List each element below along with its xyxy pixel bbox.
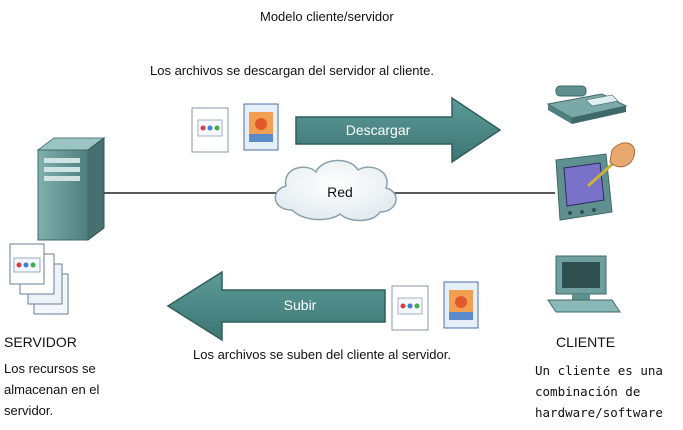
document-file-icon — [391, 285, 429, 331]
server-heading: SERVIDOR — [4, 334, 77, 350]
upload-label: Subir — [283, 297, 317, 313]
download-label: Descargar — [345, 122, 411, 138]
server-tower-icon — [36, 137, 106, 241]
pda-with-stylus-icon — [555, 142, 636, 221]
document-file-icon — [191, 107, 229, 153]
client-heading: CLIENTE — [556, 334, 616, 350]
server-description: Los recursos se almacenan en el servidor… — [4, 361, 100, 418]
image-file-icon — [243, 103, 279, 151]
client-description: Un cliente es una combinación de hardwar… — [535, 363, 663, 420]
network-cloud-icon — [274, 159, 397, 222]
download-arrow — [295, 96, 502, 164]
diagram-title: Modelo cliente/servidor — [260, 9, 394, 24]
upload-arrow — [166, 270, 386, 342]
server-documents-icon — [9, 243, 69, 315]
network-label: Red — [327, 184, 353, 200]
download-caption: Los archivos se descargan del servidor a… — [150, 63, 434, 78]
upload-caption: Los archivos se suben del cliente al ser… — [193, 347, 451, 362]
desktop-computer-icon — [547, 255, 621, 313]
image-file-icon — [443, 281, 479, 329]
ip-phone-icon — [546, 85, 628, 124]
